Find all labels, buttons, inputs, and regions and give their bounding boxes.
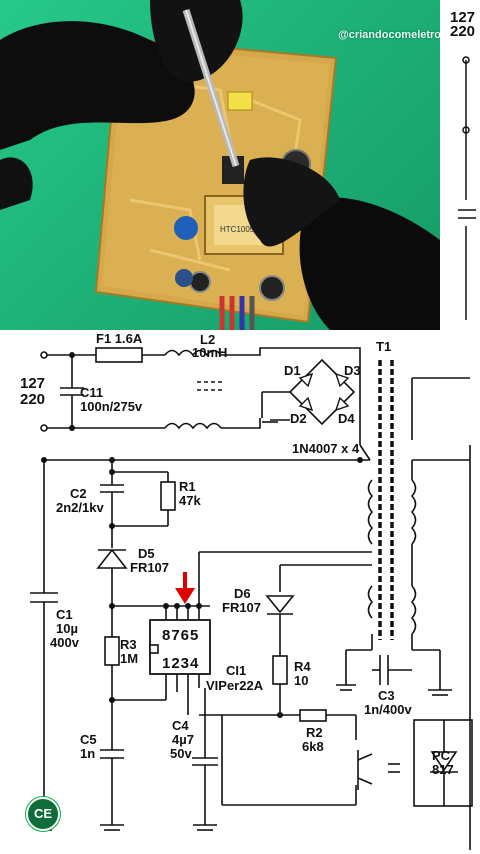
label-c2-name: C2 (70, 486, 87, 501)
label-diodes: 1N4007 x 4 (292, 441, 360, 456)
label-l2-name: L2 (200, 332, 216, 347)
label-c5-value: 1n (80, 746, 96, 761)
label-d3: D3 (344, 363, 361, 378)
label-d6-value: FR107 (222, 600, 262, 615)
ic-bottom-pin-numbers: 1234 (162, 655, 200, 672)
label-c4-voltage: 50v (170, 746, 192, 761)
label-c11-value: 100n/275v (80, 399, 143, 414)
label-d5-name: D5 (138, 546, 155, 561)
label-c3-value: 1n/400v (364, 702, 412, 717)
pin-highlight-arrow (175, 572, 195, 604)
label-c11-name: C11 (80, 385, 104, 400)
label-voltage-220: 220 (20, 391, 46, 408)
schematic-preview-strip: 127 220 (440, 0, 480, 330)
label-r1-name: R1 (179, 479, 196, 494)
label-l2-value: 10mH (192, 345, 228, 360)
label-c1-value: 10µ (56, 621, 78, 636)
channel-logo-badge: CE (26, 797, 60, 831)
label-c4-name: C4 (172, 718, 189, 733)
label-r3-name: R3 (120, 637, 137, 652)
label-r1-value: 47k (179, 493, 201, 508)
label-d6-name: D6 (234, 586, 251, 601)
label-ic-value: VIPer22A (206, 678, 264, 693)
pcb-photo-graphic: HTC1005EE-19F (0, 0, 440, 330)
label-pc-name: PC (432, 748, 451, 763)
ic-top-pin-numbers: 8765 (162, 627, 200, 644)
preview-lines (458, 56, 476, 320)
label-ic-name: CI1 (226, 663, 247, 678)
label-d5-value: FR107 (130, 560, 170, 575)
preview-voltage-127: 127 (450, 9, 476, 26)
label-c2-value: 2n2/1kv (56, 500, 104, 515)
channel-watermark: @criandocomeletronica (338, 29, 440, 41)
schematic-diagram: 127 220 F1 1.6A L2 10mH C11 100n/275v D1… (0, 330, 480, 854)
label-r3-value: 1M (120, 651, 139, 666)
label-r2-value: 6k8 (302, 739, 324, 754)
label-r4-name: R4 (294, 659, 311, 674)
label-c1-voltage: 400v (50, 635, 79, 650)
label-c1-name: C1 (56, 607, 73, 622)
label-r2-name: R2 (306, 725, 323, 740)
board-label: HTC1005EE-19F (220, 225, 281, 234)
label-c5-name: C5 (80, 732, 97, 747)
label-c4-value: 4µ7 (172, 732, 194, 747)
label-d1: D1 (284, 363, 301, 378)
label-c3-name: C3 (378, 688, 395, 703)
label-pc-value: 817 (432, 762, 454, 777)
label-voltage-127: 127 (20, 375, 46, 392)
pcb-photo: HTC1005EE-19F (0, 0, 440, 330)
label-r4-value: 10 (294, 673, 309, 688)
label-d2: D2 (290, 411, 307, 426)
label-d4: D4 (338, 411, 355, 426)
label-t1: T1 (376, 339, 392, 354)
label-f1: F1 1.6A (96, 331, 143, 346)
schematic-wiring (30, 347, 473, 850)
preview-voltage-220: 220 (450, 23, 476, 40)
